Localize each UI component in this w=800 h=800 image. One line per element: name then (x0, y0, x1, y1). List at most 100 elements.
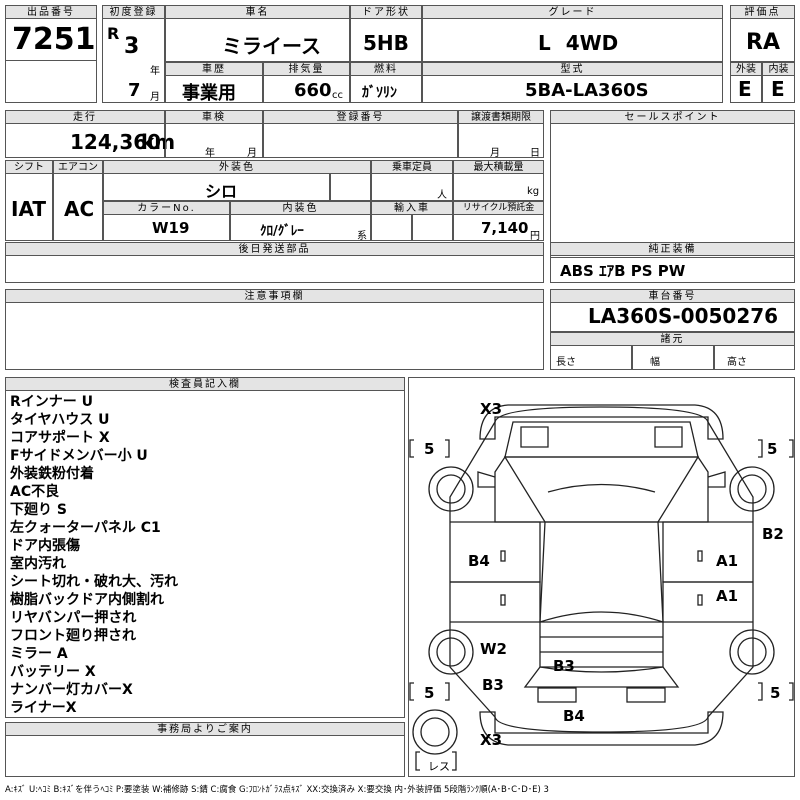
diagram-box (408, 377, 795, 777)
load-header: 最大積載量 (453, 160, 544, 174)
grade-header: グレード (422, 5, 723, 19)
sales-point-header: セールスポイント (550, 110, 795, 124)
history-box (165, 75, 263, 103)
door-box (350, 18, 422, 62)
mark-right-fender: B2 (762, 525, 784, 543)
inspector-note: Fサイドメンバー小 U (10, 448, 148, 464)
mileage: 124,360 (70, 130, 162, 154)
import-header: 輸入車 (371, 201, 453, 215)
mark-left-front-door: B4 (468, 552, 490, 570)
mark-right-front-door: A1 (716, 552, 739, 570)
later-parts-header: 後日発送部品 (5, 242, 544, 256)
interior-header: 内装 (762, 62, 795, 76)
door-type: 5HB (363, 31, 409, 55)
ac: AC (64, 197, 95, 221)
int-color: ｸﾛ/ｸﾞﾚｰ (260, 224, 304, 239)
inspector-note: バッテリー X (10, 664, 96, 680)
lot-no-blank (5, 60, 97, 103)
reg-year: 3 (124, 34, 140, 59)
inspector-note: ミラー A (10, 646, 68, 662)
displacement-box (263, 75, 350, 103)
length-label: 長さ (556, 357, 576, 368)
office-header: 事務局よりご案内 (5, 722, 405, 736)
model-code: 5BA-LA360S (525, 80, 649, 101)
displacement-header: 排気量 (263, 62, 350, 76)
ext-color-header: 外装色 (103, 160, 371, 174)
exterior-box (730, 75, 762, 103)
car-name-header: 車名 (165, 5, 350, 19)
inspector-note: 下廻り S (10, 502, 67, 518)
mark-front-bumper: X3 (480, 400, 503, 418)
shift-box (5, 173, 53, 241)
office-box (5, 735, 405, 777)
height-label: 高さ (727, 357, 747, 368)
chassis-no: LA360S-0050276 (588, 304, 779, 328)
mark-right-rear-tire: 5 (770, 684, 781, 702)
car-name-box (165, 18, 350, 62)
transfer-day-unit: 日 (530, 148, 540, 159)
model-box (422, 75, 723, 103)
import-box (371, 214, 412, 241)
grade-box (422, 18, 723, 62)
caution-header: 注意事項欄 (5, 289, 544, 303)
reg-month: 7 (128, 80, 141, 101)
chassis-header: 車台番号 (550, 289, 795, 303)
mark-right-rear-door: A1 (716, 587, 739, 605)
transfer-header: 譲渡書類期限 (458, 110, 544, 124)
lot-no-header: 出品番号 (5, 5, 97, 19)
inspector-note: 外装鉄粉付着 (10, 466, 94, 482)
mark-left-front-tire: 5 (424, 440, 435, 458)
history: 事業用 (182, 83, 236, 104)
exterior-grade: E (738, 77, 752, 101)
inspector-note: フロント廻り押され (10, 628, 136, 644)
car-diagram (409, 404, 794, 771)
mileage-unit: km (141, 130, 176, 154)
reg-month-unit: 月 (150, 92, 160, 103)
model-header: 型式 (422, 62, 723, 76)
inspector-note: タイヤハウス U (10, 412, 110, 428)
inspector-note: ライナーX (10, 700, 77, 716)
inspector-note: 室内汚れ (10, 556, 66, 572)
reg-no-box (263, 123, 458, 158)
mark-right-front-tire: 5 (767, 440, 778, 458)
inspector-notes: Rインナー U タイヤハウス U コアサポート X Fサイドメンバー小 U 外装鉄粉付着… (10, 393, 400, 717)
capacity-header: 乗車定員 (371, 160, 453, 174)
transfer-month-unit: 月 (490, 148, 500, 159)
color-no-header: カラーNo. (103, 201, 230, 215)
score-box (730, 18, 795, 62)
int-color-box (230, 214, 371, 241)
load-unit: kg (527, 186, 540, 197)
inspection-year-unit: 年 (205, 148, 215, 159)
color-no-box (103, 214, 230, 241)
sales-point-box (550, 123, 795, 258)
mark-rear-bumper: X3 (480, 731, 503, 749)
exterior-header: 外装 (730, 62, 762, 76)
color-no: W19 (152, 219, 190, 237)
score-header: 評価点 (730, 5, 795, 19)
recycle-fee: 7,140 (481, 219, 529, 237)
grade: L 4WD (538, 31, 619, 55)
inspection-header: 車検 (165, 110, 263, 124)
reg-no-header: 登録番号 (263, 110, 458, 124)
shift: IAT (11, 197, 47, 221)
inspector-note: Rインナー U (10, 394, 94, 410)
height-box (714, 345, 795, 370)
inspector-box (5, 390, 405, 718)
inspection-month-unit: 月 (247, 148, 257, 159)
shift-header: シフト (5, 160, 53, 174)
legend: A:ｷｽﾞ U:ﾍｺﾐ B:ｷｽﾞを伴うﾍｺﾐ P:要塗装 W:補修跡 S:錆 … (5, 785, 549, 795)
inspector-note: 左クォーターパネル C1 (10, 520, 161, 536)
fuel: ｶﾞｿﾘﾝ (362, 85, 397, 101)
inspector-note: シート切れ・破れ大、汚れ (10, 574, 178, 590)
mark-roof-rear: B3 (553, 657, 575, 675)
inspection-box (165, 123, 263, 158)
first-reg-box (102, 18, 165, 103)
caution-box (5, 302, 544, 370)
int-color-unit: 系 (357, 231, 367, 242)
int-color-header: 内装色 (230, 201, 371, 215)
inspector-note: コアサポート X (10, 430, 110, 446)
ext-color-sub (330, 173, 371, 201)
spare-tire-label: レス (428, 760, 450, 773)
inspector-note: ドア内張傷 (10, 538, 80, 554)
capacity-box (371, 173, 453, 201)
